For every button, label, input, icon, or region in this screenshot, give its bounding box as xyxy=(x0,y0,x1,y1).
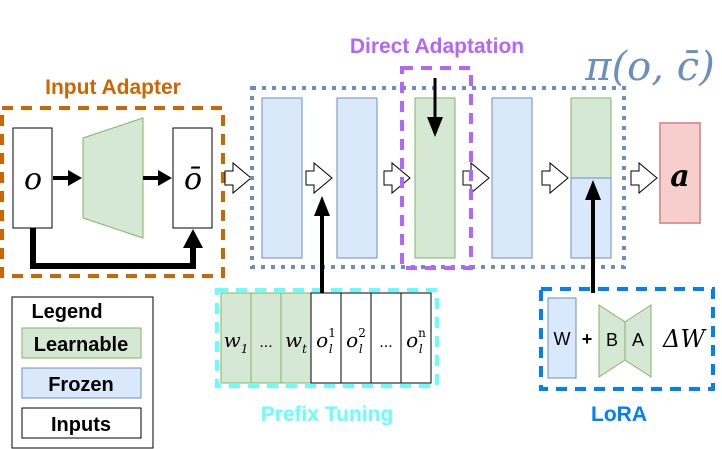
legend-item-label: Frozen xyxy=(48,374,114,396)
adapter-trapezoid xyxy=(82,117,144,239)
flow-arrow-1 xyxy=(224,161,252,195)
direct-adaptation-label: Direct Adaptation xyxy=(350,35,524,58)
lora-layer-learnable-part xyxy=(570,97,612,179)
skip-connection-arrow xyxy=(30,228,196,269)
frozen-layer-3 xyxy=(491,97,533,259)
input-adapter-boundary xyxy=(0,106,225,278)
prefix-token-text: w1 xyxy=(224,328,249,356)
skip-connection-arrowhead xyxy=(183,229,203,248)
prefix-token-cell xyxy=(250,292,282,384)
lora-b-label: B xyxy=(606,330,618,350)
lora-plus-sign: + xyxy=(582,329,593,349)
adapted-observation-symbol: ō xyxy=(184,162,202,197)
input-adapter-label: Input Adapter xyxy=(45,76,181,99)
flow-arrow-5 xyxy=(541,161,569,195)
lora-label: LoRA xyxy=(591,403,647,426)
prefix-token-cell xyxy=(400,292,432,384)
legend-swatch xyxy=(21,407,142,439)
prefix-tuning-label: Prefix Tuning xyxy=(261,403,394,426)
frozen-layer-2 xyxy=(336,97,378,259)
lora-delta-w-label: ΔW xyxy=(662,325,707,353)
direct-adaptation-arrowhead xyxy=(427,117,443,137)
arrowhead-input-to-adapter xyxy=(68,170,82,186)
arrowhead-adapter-to-output xyxy=(158,170,172,186)
prefix-token: w1 xyxy=(220,292,252,384)
prefix-token: ... xyxy=(250,292,282,384)
prefix-token: wt xyxy=(280,292,312,384)
policy-label: π(o, c̄) xyxy=(584,44,714,90)
legend-title: Legend xyxy=(31,301,102,323)
lora-w-label: W xyxy=(554,329,571,349)
prefix-token: ... xyxy=(370,292,402,384)
legend-item-learnable: Learnable xyxy=(21,327,142,359)
lora-a-label: A xyxy=(632,330,644,350)
action-output-box xyxy=(659,122,701,224)
frozen-layer-1 xyxy=(261,97,303,259)
policy-network-boundary xyxy=(250,86,626,269)
flow-arrows xyxy=(224,161,658,195)
legend-item-frozen: Frozen xyxy=(21,367,142,399)
legend-item-input: Inputs xyxy=(21,407,142,439)
lora-arrowhead xyxy=(585,180,601,200)
flow-arrow-3 xyxy=(383,161,411,195)
action-symbol: a xyxy=(670,159,689,194)
lora-boundary xyxy=(539,287,715,391)
prefix-token-text: wt xyxy=(285,328,307,356)
flow-arrow-2 xyxy=(305,161,333,195)
legend-item-label: Learnable xyxy=(34,334,128,356)
prefix-tuning-boundary xyxy=(215,288,439,388)
input-observation-symbol: o xyxy=(24,162,42,197)
flow-arrow-4 xyxy=(462,161,490,195)
prefix-token-text: ... xyxy=(259,334,272,351)
legend-swatch xyxy=(21,367,142,399)
lora-frozen-weight xyxy=(547,297,577,379)
legend-item-label: Inputs xyxy=(51,414,111,436)
direct-adaptation-boundary xyxy=(400,66,473,270)
adapted-observation-box xyxy=(172,127,213,229)
legend-swatch xyxy=(21,327,142,359)
prefix-token-text: ... xyxy=(379,334,392,351)
lora-a-matrix xyxy=(624,304,652,378)
prefix-token-cell xyxy=(340,292,372,384)
prefix-tuning-arrowhead xyxy=(314,196,330,216)
flow-arrow-6 xyxy=(630,161,658,195)
prefix-token-cell xyxy=(220,292,252,384)
prefix-token-cell xyxy=(310,292,342,384)
